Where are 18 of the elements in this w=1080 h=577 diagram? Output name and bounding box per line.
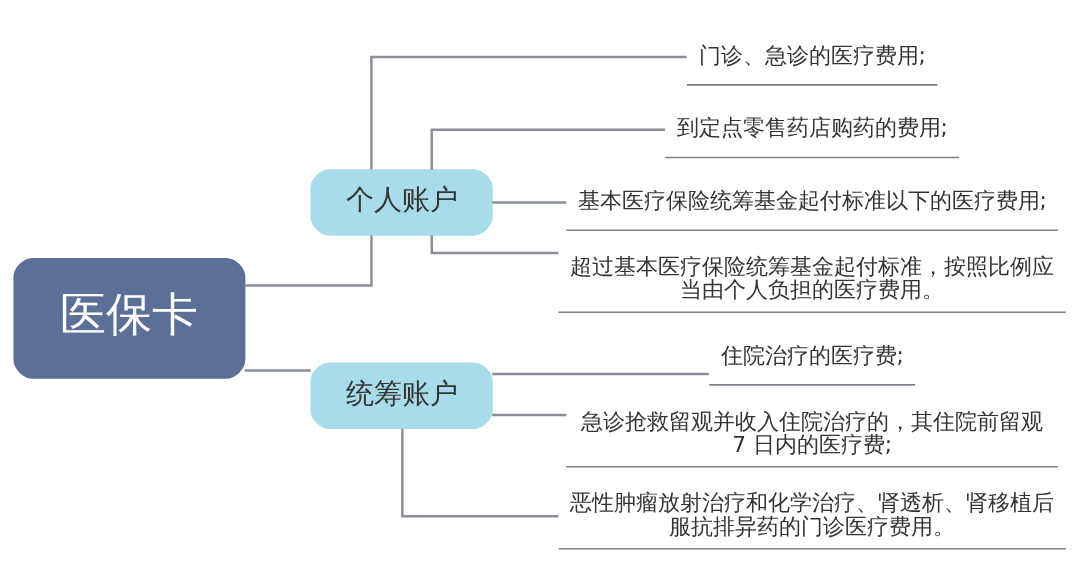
node-box: 统筹账户 [310, 361, 493, 429]
node-text: 急诊抢救留观并收入住院治疗的，其住院前留观 7 日内的医疗费; [581, 408, 1044, 457]
node-text: 住院治疗的医疗费; [720, 342, 904, 368]
node-text: 超过基本医疗保险统筹基金起付标准，按照比例应当由个人负担的医疗费用。 [570, 253, 1055, 302]
connector [401, 428, 559, 518]
node-text: 门诊、急诊的医疗费用; [698, 42, 926, 68]
node-text: 到定点零售药店购药的费用; [676, 114, 948, 140]
connector [492, 200, 567, 204]
connector [244, 368, 311, 372]
node-box: 个人账户 [310, 168, 493, 236]
node-text: 基本医疗保险统筹基金起付标准以下的医疗费用; [577, 187, 1047, 213]
connector [492, 372, 709, 375]
node-text: 恶性肿瘤放射治疗和化学治疗、肾透析、肾移植后服抗排异药的门诊医疗费用。 [570, 489, 1055, 539]
connector [492, 413, 567, 416]
connector [430, 127, 666, 170]
connector [244, 234, 373, 287]
node-box: 医保卡 [13, 257, 246, 379]
connector [370, 55, 687, 169]
